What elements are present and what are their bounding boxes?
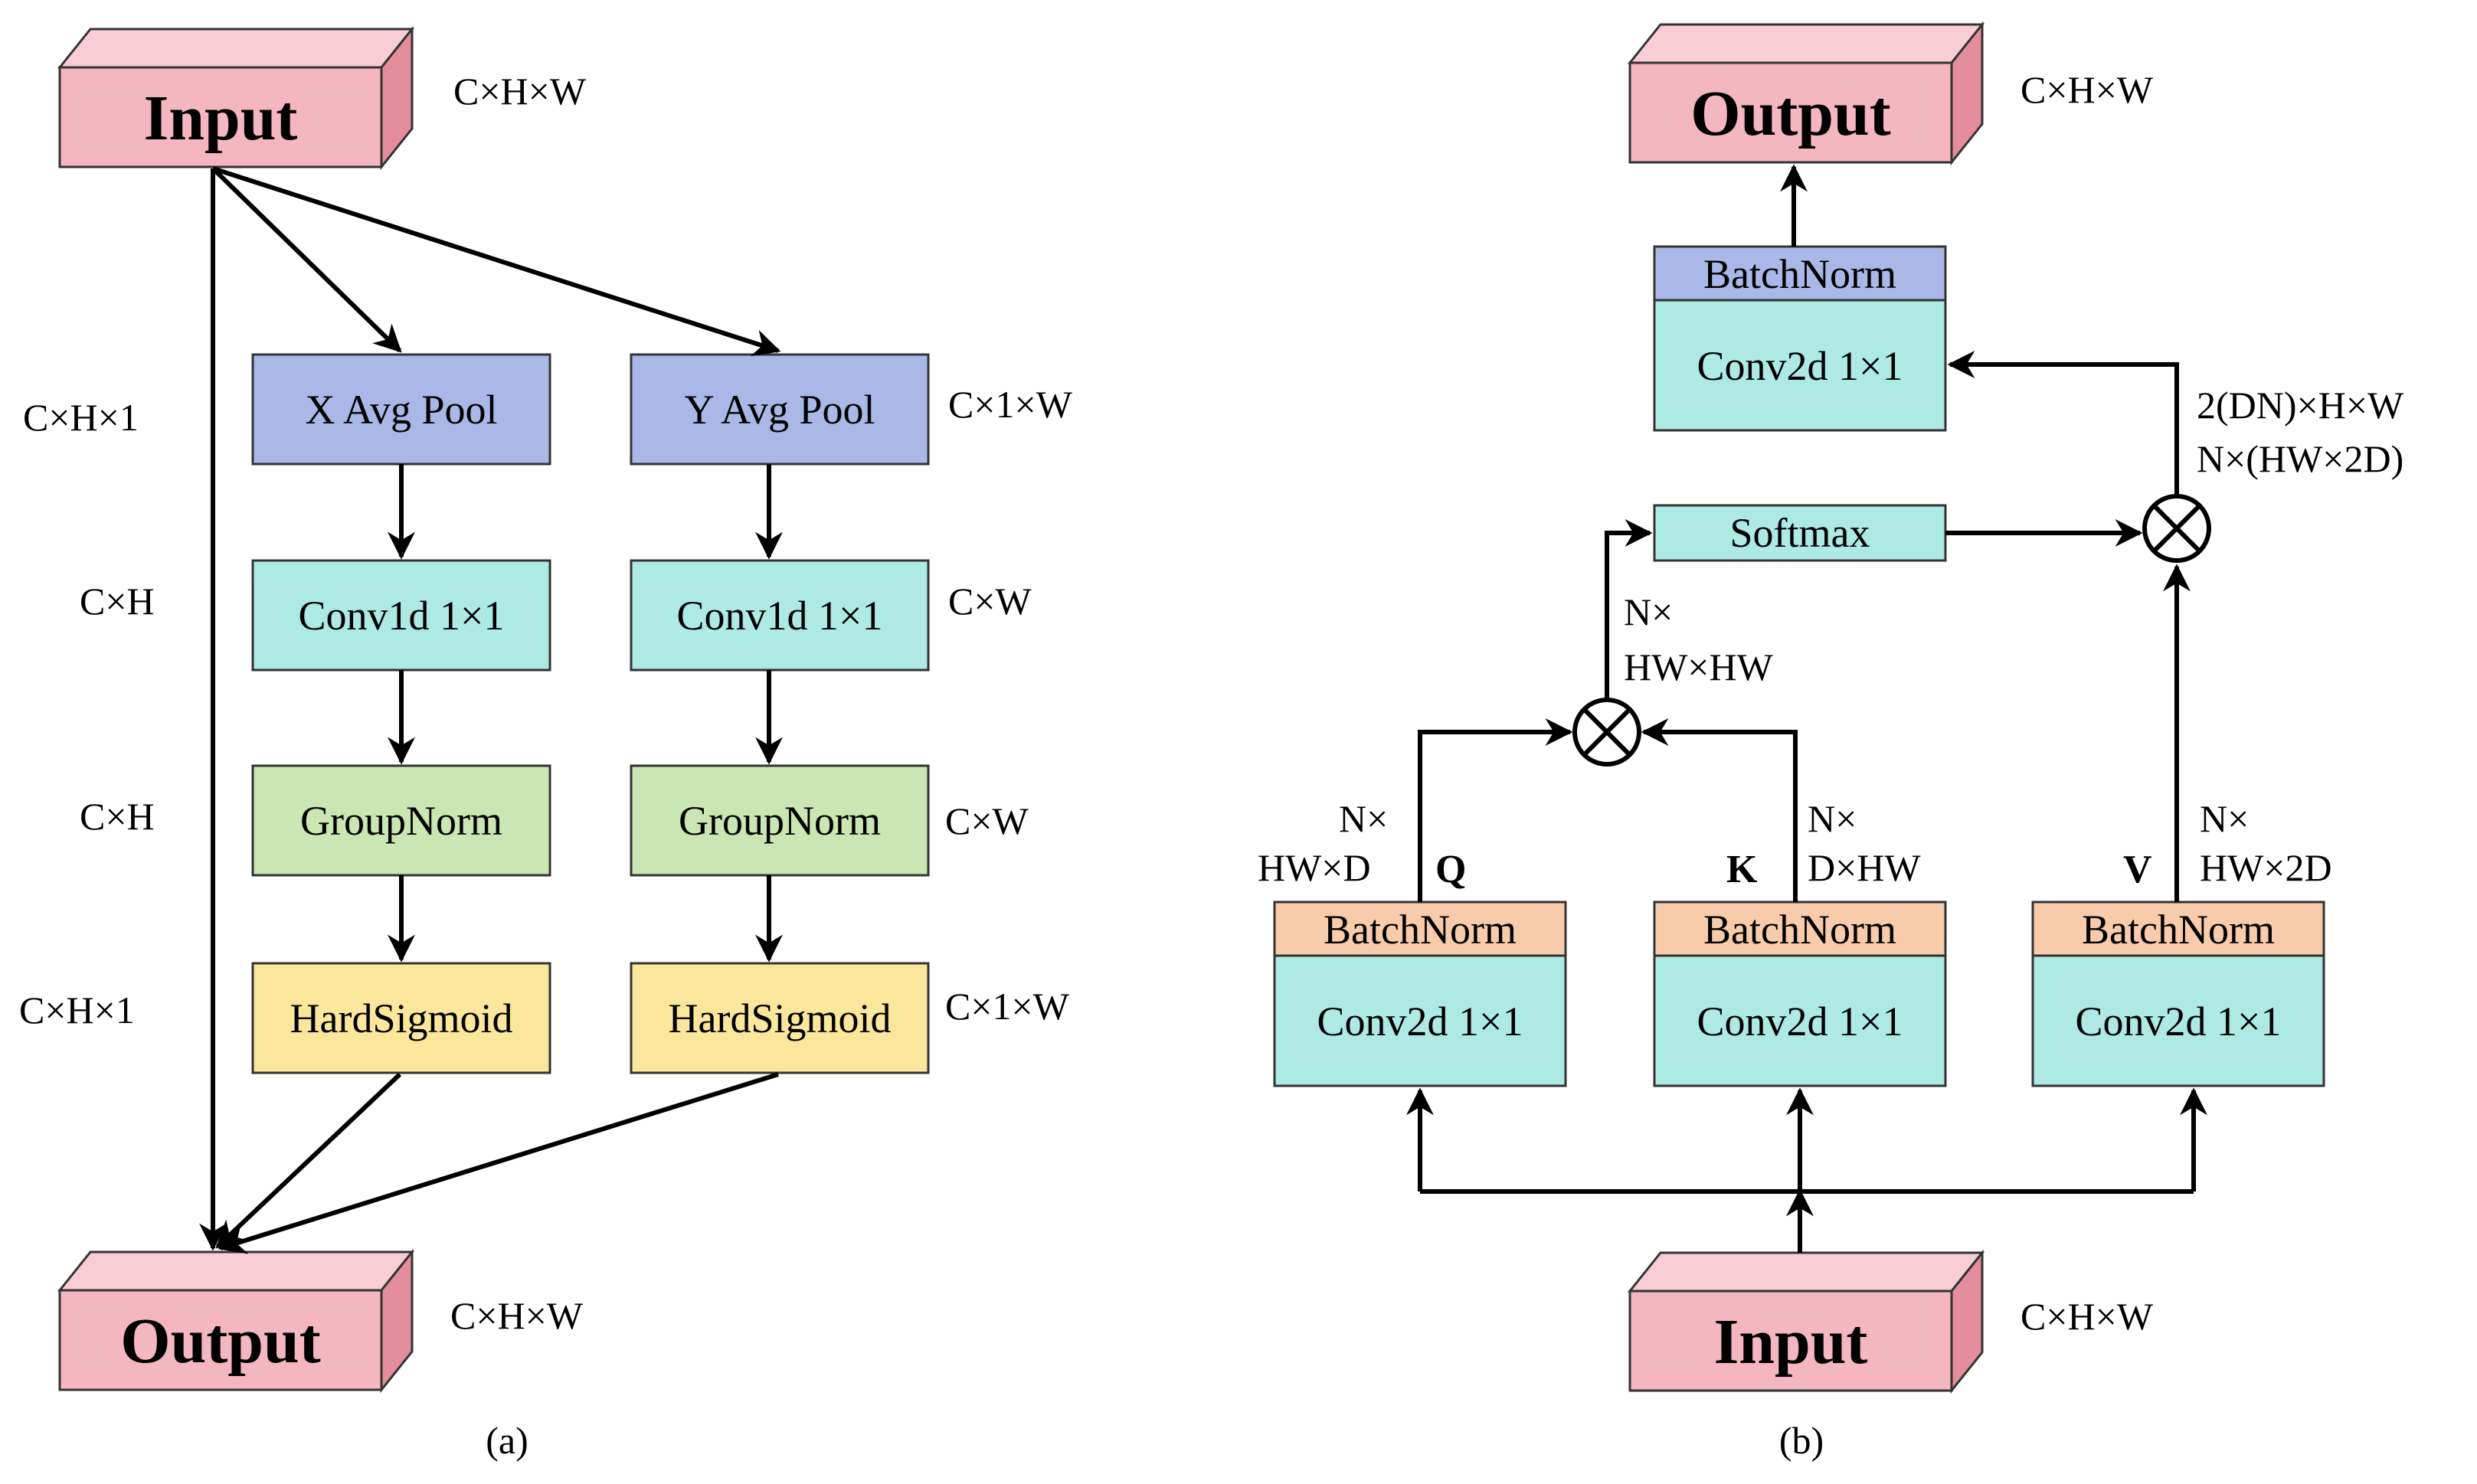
x-dims-norm: C×H (80, 795, 155, 838)
y-dims-norm: C×W (945, 799, 1029, 842)
panel-b-input-dims: C×H×W (2021, 1295, 2154, 1338)
k-conv2d-block (1653, 954, 1947, 1087)
x-avg-pool-block (251, 353, 551, 466)
out-batchnorm-block (1653, 245, 1947, 302)
arrow-y-act-to-output (218, 1072, 779, 1254)
y-conv1d-label: Conv1d 1×1 (677, 593, 883, 639)
q-batchnorm-label: BatchNorm (1324, 907, 1517, 953)
panel-b-input-block: Input (1627, 1249, 1985, 1394)
x-hardsigmoid-block (251, 962, 551, 1074)
k-batchnorm-block (1653, 901, 1947, 957)
y-hardsigmoid-block (630, 962, 930, 1074)
softmax-block (1653, 504, 1947, 562)
softmax-label: Softmax (1730, 510, 1870, 556)
v-conv2d-label: Conv2d 1×1 (2076, 999, 2282, 1044)
panel-a-input-dims: C×H×W (453, 70, 587, 113)
panel-b-output-dims: C×H×W (2021, 68, 2154, 111)
x-dims-conv: C×H (80, 580, 155, 623)
arrow-mul-to-out-conv (1947, 351, 2179, 496)
panel-a-output-block: Output (57, 1248, 415, 1394)
panel-a: Input C×H×W Output C×H×W X Avg Pool Conv… (19, 25, 1073, 1462)
arrow-input-to-x-pool (211, 166, 402, 353)
attn-dims-line2: HW×HW (1624, 646, 1774, 688)
panel-a-input-block: Input (57, 25, 415, 171)
out-dims-line1: 2(DN)×H×W (2197, 384, 2404, 427)
x-conv1d-block (251, 559, 551, 672)
q-conv2d-label: Conv2d 1×1 (1317, 999, 1523, 1044)
panel-b-input-label: Input (1714, 1306, 1868, 1378)
panel-a-caption: (a) (486, 1419, 528, 1462)
multiply-node-v (2142, 494, 2211, 563)
k-dims-line1: N× (1808, 797, 1857, 840)
v-dims-line2: HW×2D (2200, 846, 2332, 889)
q-conv2d-block (1273, 954, 1567, 1087)
arrow-x-act-to-output (215, 1072, 402, 1249)
panel-a-output-dims: C×H×W (450, 1294, 584, 1337)
q-letter: Q (1435, 848, 1466, 891)
y-dims-conv: C×W (948, 580, 1032, 623)
q-dims-line1: N× (1339, 797, 1388, 840)
panel-b-output-block: Output (1627, 21, 1985, 166)
v-batchnorm-label: BatchNorm (2082, 907, 2275, 953)
arrow-mul-to-softmax (1605, 519, 1653, 698)
k-dims-line2: D×HW (1808, 846, 1921, 889)
panel-a-input-label: Input (144, 83, 298, 154)
panel-b-connections (1406, 164, 2207, 1253)
out-conv2d-label: Conv2d 1×1 (1697, 343, 1903, 389)
arrow-q-to-mul (1418, 718, 1573, 902)
v-letter: V (2123, 848, 2152, 891)
k-batchnorm-label: BatchNorm (1703, 907, 1896, 953)
y-dims-act: C×1×W (945, 985, 1070, 1028)
arrow-input-to-y-pool (212, 166, 781, 357)
k-conv2d-label: Conv2d 1×1 (1697, 999, 1903, 1044)
panel-a-output-label: Output (120, 1306, 320, 1377)
y-groupnorm-block (630, 764, 930, 877)
out-batchnorm-label: BatchNorm (1703, 251, 1896, 297)
panel-b-caption: (b) (1779, 1419, 1824, 1462)
panel-b-output-label: Output (1690, 78, 1890, 149)
v-batchnorm-block (2031, 901, 2325, 957)
x-dims-pool: C×H×1 (23, 396, 139, 439)
multiply-node-qk (1572, 698, 1641, 767)
v-dims-line1: N× (2200, 797, 2249, 840)
x-groupnorm-block (251, 764, 551, 877)
q-dims-line2: HW×D (1258, 846, 1371, 889)
v-conv2d-block (2031, 954, 2325, 1087)
arrow-k-to-mul (1641, 718, 1798, 902)
attn-dims-line1: N× (1624, 590, 1673, 633)
x-avg-pool-label: X Avg Pool (305, 387, 497, 433)
y-conv1d-block (630, 559, 930, 672)
y-groupnorm-label: GroupNorm (679, 798, 881, 844)
y-avg-pool-block (630, 353, 930, 466)
x-hardsigmoid-label: HardSigmoid (290, 995, 513, 1041)
x-conv1d-label: Conv1d 1×1 (299, 593, 505, 639)
panel-a-connections (199, 166, 783, 1254)
panel-b: Output C×H×W Input C×H×W BatchNorm Conv2… (1258, 21, 2404, 1462)
out-dims-line2: N×(HW×2D) (2197, 437, 2403, 480)
out-conv2d-block (1653, 299, 1947, 432)
y-avg-pool-label: Y Avg Pool (684, 387, 875, 433)
y-hardsigmoid-label: HardSigmoid (669, 995, 892, 1041)
x-dims-act: C×H×1 (19, 989, 135, 1031)
y-dims-pool: C×1×W (948, 383, 1073, 426)
k-letter: K (1726, 848, 1758, 891)
x-groupnorm-label: GroupNorm (300, 798, 502, 844)
